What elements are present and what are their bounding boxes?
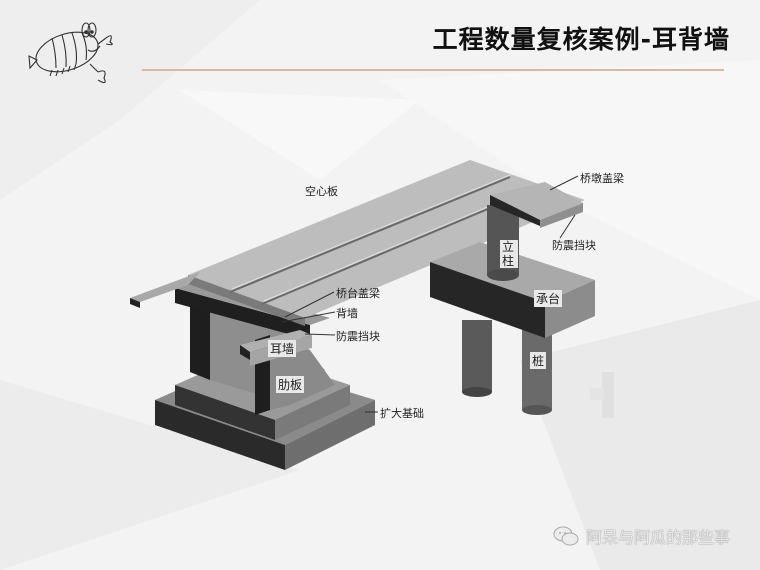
label-pier-cap-beam: 桥墩盖梁 bbox=[580, 172, 624, 185]
shrimp-mascot-icon bbox=[28, 22, 113, 84]
label-hollow-slab: 空心板 bbox=[305, 185, 338, 198]
slide-title: 工程数量复核案例-耳背墙 bbox=[432, 25, 730, 54]
title-underline bbox=[142, 69, 724, 71]
watermark-text: 阿呆与阿瓜的那些事 bbox=[585, 528, 730, 547]
wechat-icon bbox=[553, 526, 579, 546]
watermark: 阿呆与阿瓜的那些事 bbox=[552, 524, 730, 548]
leader-lines bbox=[281, 175, 579, 413]
label-column: 立柱 bbox=[500, 240, 518, 268]
label-back-wall: 背墙 bbox=[336, 307, 358, 320]
label-pile: 桩 bbox=[530, 352, 547, 369]
label-abutment-cap-beam: 桥台盖梁 bbox=[336, 287, 380, 300]
label-rib-plate: 肋板 bbox=[276, 376, 305, 393]
hollow-slab-shape bbox=[130, 160, 585, 326]
label-pile-cap: 承台 bbox=[534, 290, 563, 307]
label-abutment-seismic-block: 防震挡块 bbox=[336, 330, 380, 343]
label-pier-seismic-block: 防震挡块 bbox=[552, 239, 596, 252]
blurred-artifact bbox=[590, 372, 614, 418]
label-ear-wall: 耳墙 bbox=[268, 340, 297, 357]
label-spread-foundation: 扩大基础 bbox=[380, 407, 424, 420]
